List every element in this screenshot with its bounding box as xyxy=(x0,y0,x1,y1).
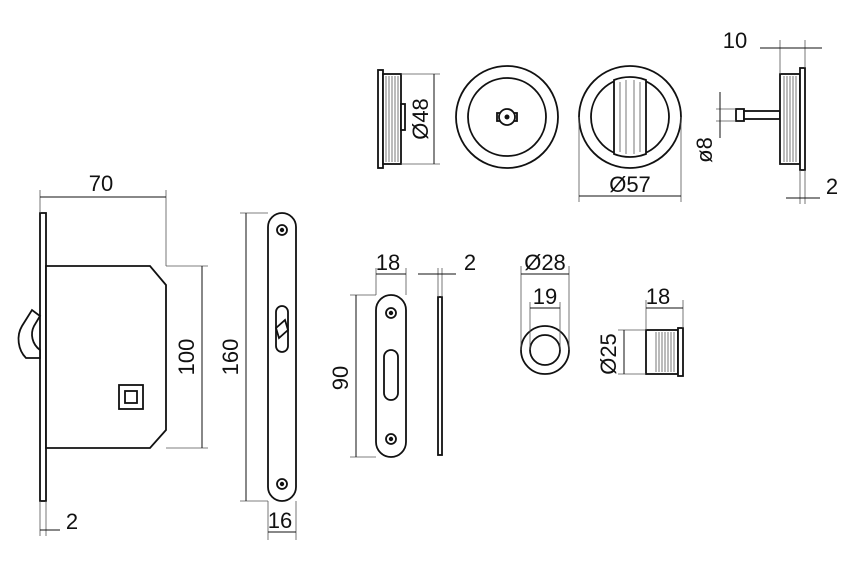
dim-pull-side: Ø25 xyxy=(596,333,621,375)
rose-front-view xyxy=(455,65,559,169)
follower-square xyxy=(124,390,138,404)
dim-pull-depth: 18 xyxy=(646,284,670,309)
dim-spindle-length: 10 xyxy=(723,28,747,53)
dim-pull-outer: Ø28 xyxy=(524,250,566,275)
dim-spindle-dia: ø8 xyxy=(692,137,717,163)
spindle xyxy=(743,110,781,120)
dim-faceplate-width: 16 xyxy=(268,508,292,533)
dim-body-width: 70 xyxy=(89,171,113,196)
faceplate-front xyxy=(267,212,297,502)
dim-faceplate-height: 160 xyxy=(218,339,243,376)
dim-strike-thickness: 2 xyxy=(464,250,476,275)
lock-body xyxy=(45,265,167,449)
rose-side-view: Ø48 xyxy=(377,69,440,169)
strike-plate-view: 18 2 90 xyxy=(328,250,476,458)
flush-pull-view: Ø28 19 18 Ø25 xyxy=(520,250,684,377)
hook-bolt xyxy=(17,308,42,359)
strike-slot xyxy=(383,349,399,401)
dim-faceplate-thickness: 2 xyxy=(66,509,78,534)
thumb-turn xyxy=(613,76,647,158)
dim-rose-inner: Ø48 xyxy=(408,98,433,140)
dim-rose-outer: Ø57 xyxy=(609,172,651,197)
dim-pull-inner: 19 xyxy=(533,284,557,309)
strike-side xyxy=(437,296,443,456)
dim-body-height: 100 xyxy=(174,339,199,376)
lock-body-view: 70 100 2 xyxy=(17,171,208,536)
thumb-turn-view: Ø57 xyxy=(578,65,682,202)
dim-rose-thickness: 2 xyxy=(826,174,838,199)
faceplate-front-view: 160 16 xyxy=(218,212,297,540)
dim-strike-width: 18 xyxy=(376,250,400,275)
spindle-side-view: 10 ø8 2 xyxy=(692,28,838,204)
dim-strike-height: 90 xyxy=(328,366,353,390)
pull-inner-ring xyxy=(529,334,561,366)
